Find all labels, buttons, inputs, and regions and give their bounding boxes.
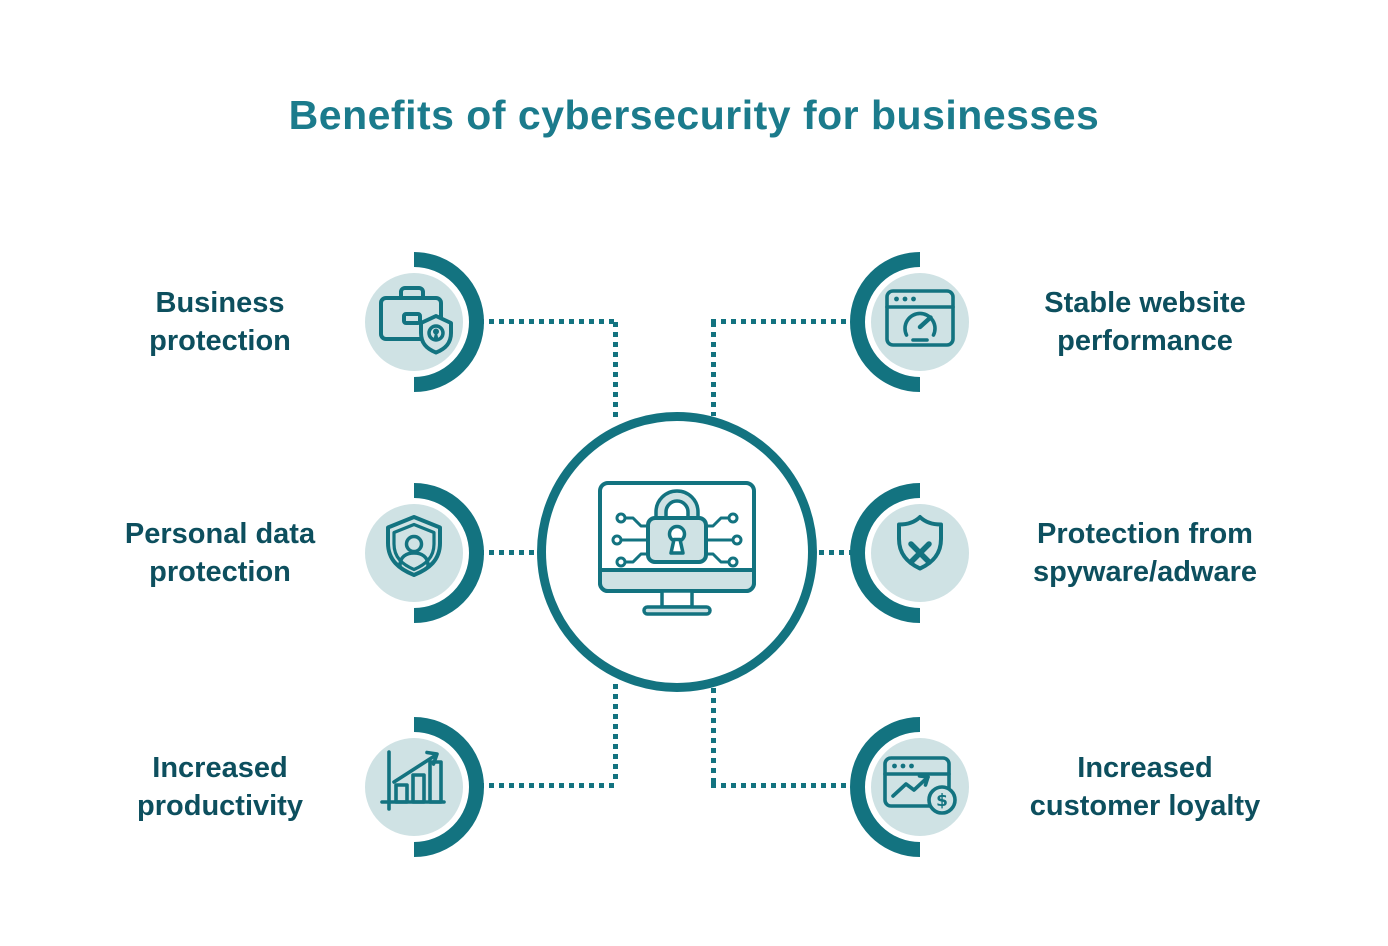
icon-increased-productivity (339, 712, 489, 862)
label-increased-productivity: Increased productivity (137, 752, 303, 822)
connector-bottom-left-vertical (613, 684, 618, 784)
shield-user-icon (365, 483, 484, 623)
connector-top-left-horizontal (469, 319, 616, 324)
page-title: Benefits of cybersecurity for businesses (288, 92, 1100, 138)
label-increased-customer-loyalty: Increased customer loyalty (1029, 752, 1261, 822)
connector-bottom-right-horizontal (711, 783, 851, 788)
connector-top-right-vertical (711, 322, 716, 416)
label-stable-website-performance: Stable website performance (1044, 287, 1246, 357)
svg-text:$: $ (936, 791, 948, 811)
label-business-protection: Business protection (149, 287, 291, 357)
connector-top-left-vertical (613, 322, 618, 422)
icon-business-protection (339, 247, 489, 397)
icon-stable-website-performance (845, 247, 995, 397)
connector-middle-left-horizontal (469, 550, 535, 555)
bar-chart-growth-icon (365, 717, 484, 857)
connector-top-right-horizontal (711, 319, 851, 324)
secured-computer-lock-icon (598, 481, 756, 616)
connector-bottom-right-vertical (711, 678, 716, 784)
icon-increased-customer-loyalty: $ (845, 712, 995, 862)
connector-middle-right-horizontal (819, 550, 851, 555)
label-protection-from-spyware-adware: Protection from spyware/adware (1032, 518, 1258, 588)
connector-bottom-left-horizontal (469, 783, 616, 788)
label-personal-data-protection: Personal data protection (124, 518, 316, 588)
shield-x-icon (850, 483, 969, 623)
icon-protection-from-spyware-adware (845, 478, 995, 628)
briefcase-shield-icon (365, 252, 484, 392)
icon-personal-data-protection (339, 478, 489, 628)
browser-chart-dollar-icon: $ (850, 717, 969, 857)
browser-speedometer-icon (850, 252, 969, 392)
